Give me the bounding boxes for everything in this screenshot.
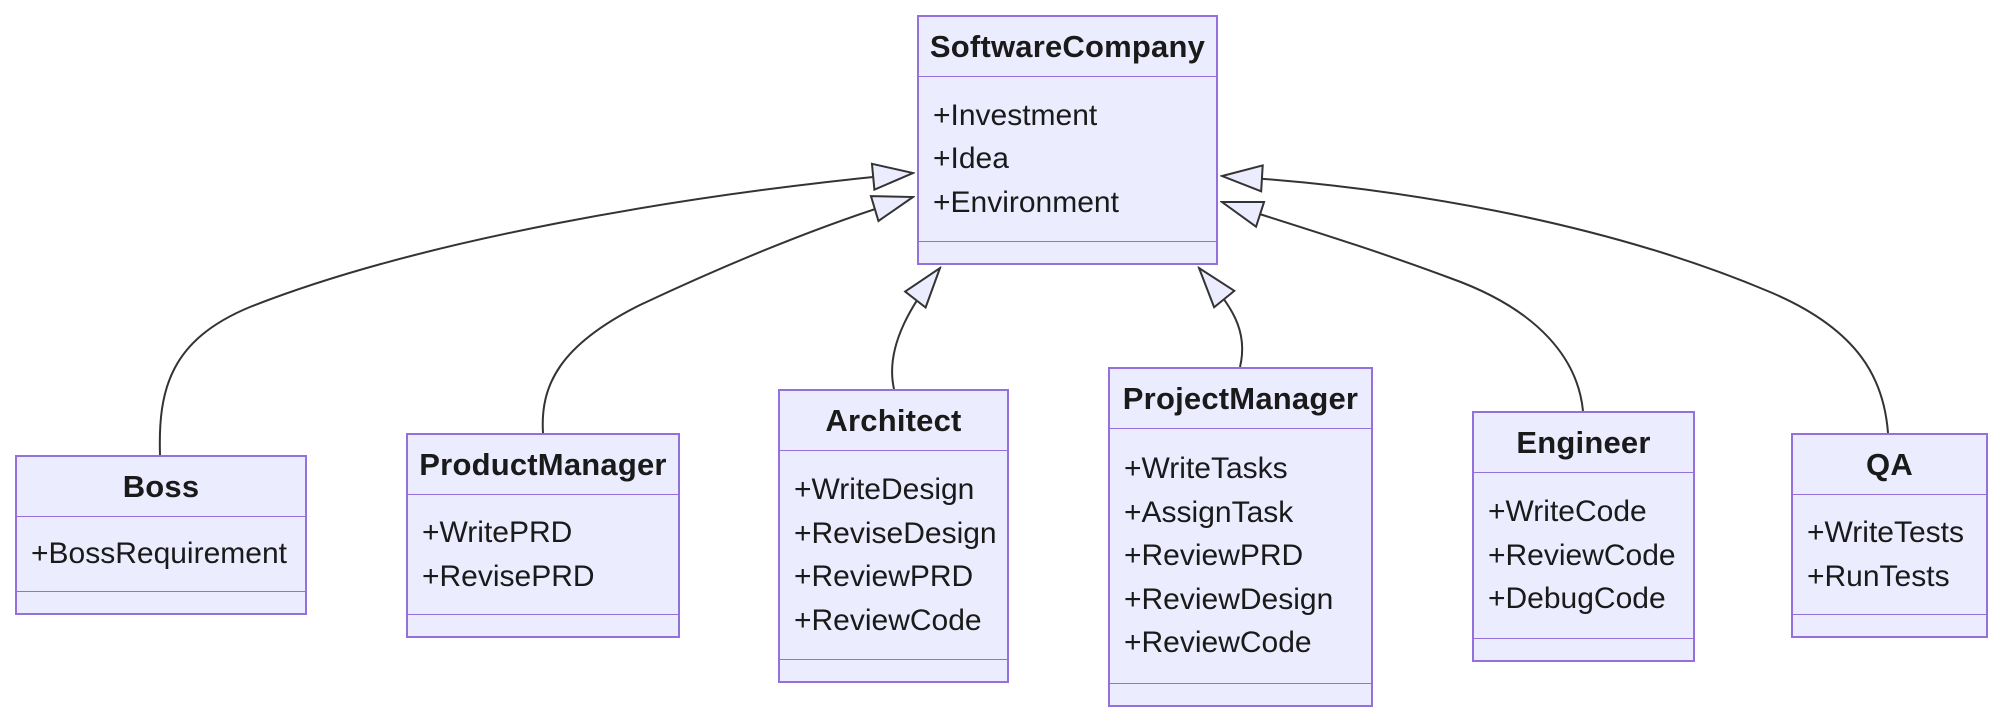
class-title: Engineer <box>1474 413 1693 473</box>
class-title: Boss <box>17 457 305 517</box>
class-node-softwarecompany: SoftwareCompany +Investment +Idea +Envir… <box>917 15 1218 265</box>
class-attribute: +ReviewPRD <box>794 560 974 593</box>
class-attribute: +WritePRD <box>422 516 573 549</box>
class-attributes: +WriteTasks +AssignTask +ReviewPRD +Revi… <box>1110 429 1371 684</box>
inheritance-edge-qa <box>1222 176 1889 434</box>
class-attribute: +AssignTask <box>1124 495 1294 529</box>
class-attribute: +WriteTasks <box>1124 452 1288 486</box>
class-title: Architect <box>780 391 1007 451</box>
class-attribute: +ReviseDesign <box>794 516 997 550</box>
inheritance-edge-project-manager <box>1199 268 1244 368</box>
class-attribute: +DebugCode <box>1488 582 1666 616</box>
inheritance-edge-product-manager <box>541 197 913 434</box>
class-attribute: +ReviewCode <box>794 603 982 637</box>
class-attribute: +ReviewCode <box>1488 538 1676 572</box>
class-title: SoftwareCompany <box>919 17 1216 77</box>
inheritance-edge-engineer <box>1222 202 1584 412</box>
class-attributes: +WritePRD +RevisePRD <box>408 495 678 615</box>
class-node-architect: Architect +WriteDesign +ReviseDesign +Re… <box>778 389 1009 683</box>
class-methods-empty <box>408 615 678 636</box>
class-methods-empty <box>919 242 1216 263</box>
class-attribute: +Investment <box>933 98 1098 132</box>
class-attribute: +Environment <box>933 185 1119 219</box>
class-attributes: +BossRequirement <box>17 517 305 592</box>
class-methods-empty <box>1793 615 1986 636</box>
class-methods-empty <box>17 592 305 613</box>
inheritance-edge-boss <box>158 173 913 456</box>
class-attribute: +ReviewPRD <box>1124 539 1304 573</box>
class-title: ProjectManager <box>1110 369 1371 429</box>
class-methods-empty <box>1110 684 1371 705</box>
class-node-productmanager: ProductManager +WritePRD +RevisePRD <box>406 433 680 638</box>
inheritance-edge-architect <box>891 268 940 390</box>
class-attributes: +WriteTests +RunTests <box>1793 495 1986 615</box>
class-attributes: +WriteDesign +ReviseDesign +ReviewPRD +R… <box>780 451 1007 660</box>
class-attributes: +Investment +Idea +Environment <box>919 77 1216 242</box>
class-methods-empty <box>780 660 1007 681</box>
class-attribute: +ReviewCode <box>1124 626 1312 660</box>
class-attributes: +WriteCode +ReviewCode +DebugCode <box>1474 473 1693 639</box>
class-node-boss: Boss +BossRequirement <box>15 455 307 615</box>
class-attribute: +WriteTests <box>1807 516 1964 549</box>
class-attribute: +RunTests <box>1807 559 1950 593</box>
class-attribute: +RevisePRD <box>422 559 595 593</box>
class-node-qa: QA +WriteTests +RunTests <box>1791 433 1988 638</box>
class-title: ProductManager <box>408 435 678 495</box>
class-attribute: +WriteDesign <box>794 473 975 506</box>
class-title: QA <box>1793 435 1986 495</box>
class-node-projectmanager: ProjectManager +WriteTasks +AssignTask +… <box>1108 367 1373 707</box>
class-attribute: +BossRequirement <box>31 537 287 571</box>
class-attribute: +WriteCode <box>1488 495 1647 529</box>
class-attribute: +ReviewDesign <box>1124 582 1334 616</box>
class-attribute: +Idea <box>933 142 1009 176</box>
class-methods-empty <box>1474 639 1693 660</box>
class-node-engineer: Engineer +WriteCode +ReviewCode +DebugCo… <box>1472 411 1695 662</box>
